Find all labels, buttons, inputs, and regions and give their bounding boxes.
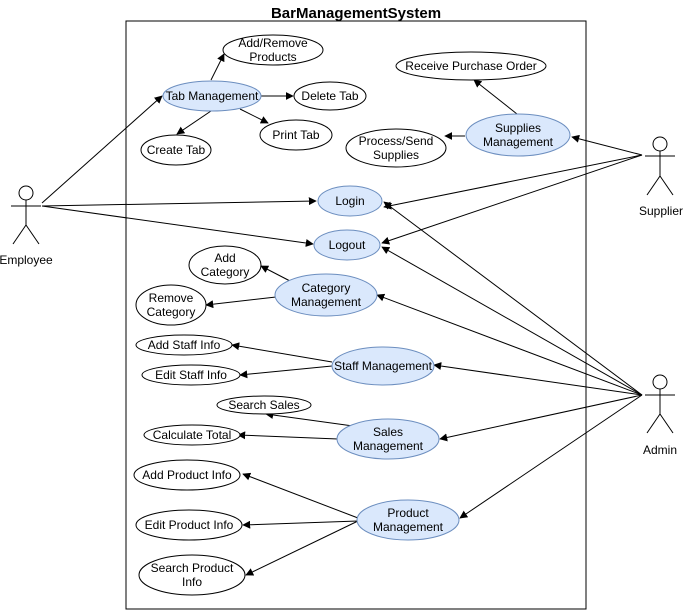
svg-text:Receive Purchase Order: Receive Purchase Order [405,59,536,73]
edge-admin-login [383,201,643,396]
edge-employee-login [41,197,317,207]
usecase-print-tab: Print Tab [259,119,333,151]
edge-tab-create [176,110,212,135]
edge-admin-product [459,394,643,519]
actor-admin-label: Admin [643,443,677,457]
usecase-login: Login [317,185,383,217]
svg-text:Search Sales: Search Sales [228,398,299,412]
svg-text:Logout: Logout [329,238,366,252]
svg-text:Edit Product Info: Edit Product Info [145,518,234,532]
usecase-add-product-info: Add Product Info [133,459,241,491]
system-boundary [125,20,587,610]
usecase-search-sales: Search Sales [216,395,312,415]
edge-employee-logout [41,205,314,247]
usecase-delete-tab: Delete Tab [293,81,367,111]
svg-text:Tab Management: Tab Management [166,89,259,103]
edge-employee-tab-management [41,95,163,204]
edge-category-add [260,265,291,282]
edge-staff-edit [239,365,333,379]
edge-product-edit [242,520,359,529]
svg-text:Staff Management: Staff Management [334,359,433,373]
edge-supplier-logout [381,154,643,245]
edge-admin-logout [381,246,643,396]
edge-supplies-receive [473,79,518,115]
actor-supplier-label: Supplier [639,204,683,218]
svg-text:Calculate Total: Calculate Total [153,428,232,442]
edge-admin-category [376,293,643,396]
edge-staff-add [231,342,333,363]
usecase-staff-management: Staff Management [331,346,435,386]
svg-text:Print Tab: Print Tab [272,128,319,142]
actor-admin: Admin [643,374,677,457]
edge-product-add [242,472,359,519]
svg-text:Delete Tab: Delete Tab [301,89,358,103]
edge-product-search [245,520,359,576]
edge-sales-search [265,411,354,427]
actor-supplier: Supplier [639,136,683,218]
system-title: BarManagementSystem [271,5,441,22]
usecase-edit-product-info: Edit Product Info [135,509,243,541]
connections [41,53,643,576]
svg-text:Create Tab: Create Tab [147,143,206,157]
edge-tab-print [239,108,269,124]
svg-text:Login: Login [335,194,364,208]
usecase-receive-purchase-order: Receive Purchase Order [395,51,547,81]
svg-text:Edit Staff Info: Edit Staff Info [155,368,227,382]
usecase-calculate-total: Calculate Total [143,424,241,446]
edge-admin-staff [433,362,643,396]
edge-category-remove [205,296,277,309]
usecase-tab-management: Tab Management [162,80,262,112]
actor-employee-label: Employee [0,253,53,267]
usecase-add-staff-info: Add Staff Info [135,334,233,356]
usecase-edit-staff-info: Edit Staff Info [141,364,241,386]
actor-employee: Employee [0,185,53,267]
usecase-create-tab: Create Tab [140,134,212,166]
edge-tab-add-remove [210,53,225,81]
edge-admin-sales [439,394,643,442]
usecase-logout: Logout [313,229,381,261]
edge-sales-calculate [237,431,339,440]
edge-supplier-login [383,154,643,210]
edge-supplier-supplies [571,134,643,156]
svg-text:Add Product Info: Add Product Info [142,468,232,482]
svg-text:Add Staff Info: Add Staff Info [148,338,221,352]
